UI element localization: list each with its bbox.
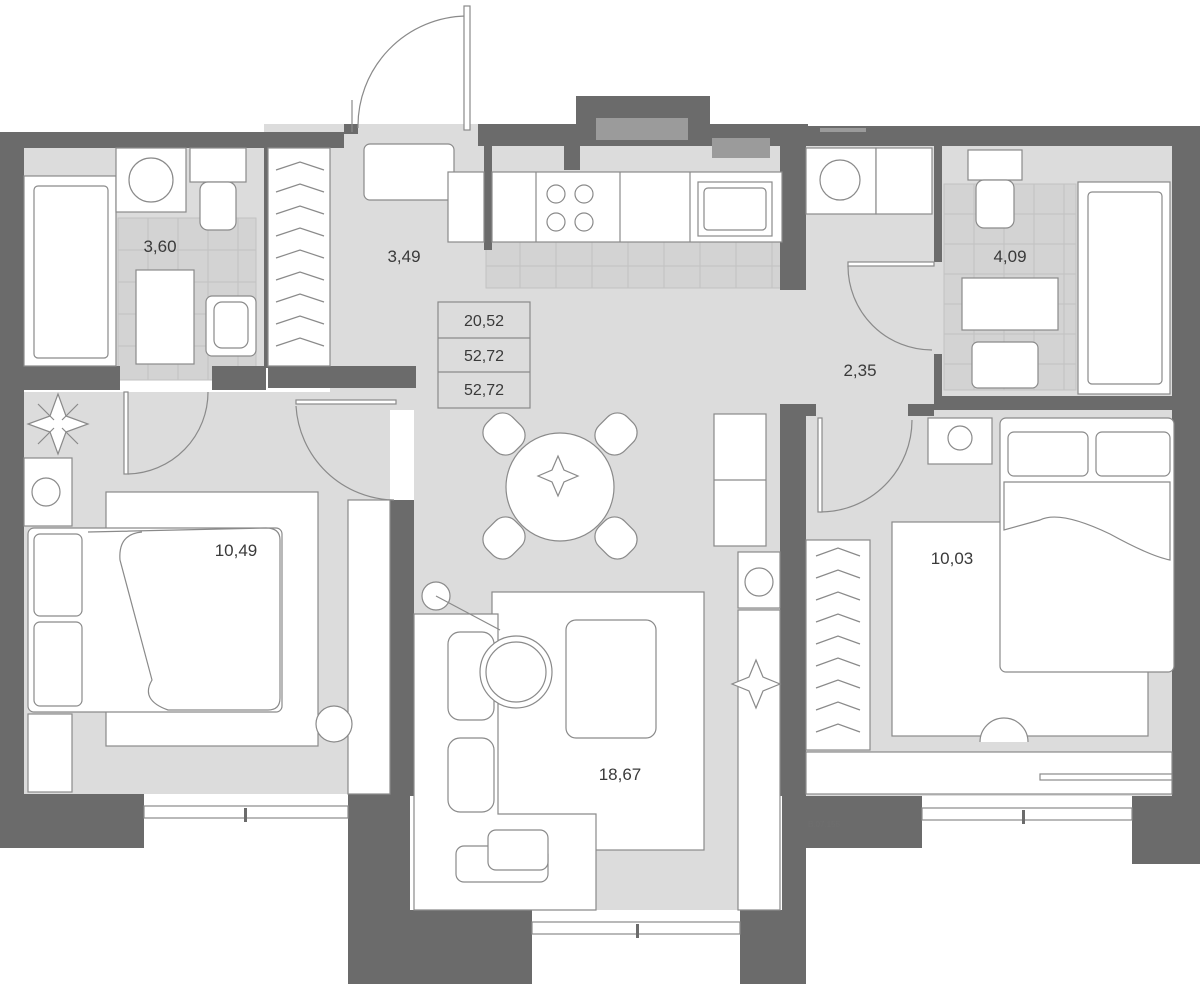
area-bedroom-right: 10,03 — [931, 549, 974, 568]
area-bathroom-right: 4,09 — [993, 247, 1026, 266]
bath-mat-left — [135, 269, 195, 365]
ottoman — [565, 619, 657, 739]
summary-living-area: 20,52 — [464, 313, 504, 330]
area-bathroom-left: 3,60 — [143, 237, 176, 256]
area-summary: 20,52 52,72 52,72 — [464, 313, 504, 399]
wardrobe-right — [805, 539, 871, 751]
area-living-kitchen: 18,67 — [599, 765, 642, 784]
wall-details — [596, 118, 866, 158]
summary-total-area: 52,72 — [464, 348, 504, 365]
entry-mat — [363, 143, 455, 201]
plants — [26, 392, 782, 710]
walls — [0, 96, 1200, 984]
summary-total-area-with-balcony: 52,72 — [464, 382, 504, 399]
bath-mat-right — [961, 277, 1059, 331]
room-labels: 3,60 3,49 2,35 4,09 10,49 10,03 18,67 — [143, 237, 1026, 784]
floor-corridor-right — [784, 260, 934, 410]
hangers — [275, 161, 861, 733]
toilet-right — [967, 149, 1023, 181]
desk-left — [27, 713, 73, 793]
desk-right — [805, 751, 1173, 795]
doors — [123, 5, 935, 513]
plan-code: B.07.155 — [808, 820, 841, 829]
area-corridor: 2,35 — [843, 361, 876, 380]
plant-icon — [26, 392, 90, 456]
plant-icon — [730, 658, 782, 710]
window-ticks — [244, 808, 1025, 938]
dresser-left — [347, 499, 391, 795]
plant-icon — [536, 454, 580, 498]
area-hallway: 3,49 — [387, 247, 420, 266]
toilet-left — [189, 147, 247, 183]
area-bedroom-left: 10,49 — [215, 541, 258, 560]
summary-box — [437, 301, 531, 409]
shoe-rack — [447, 171, 485, 243]
sink-right — [971, 341, 1039, 389]
furniture — [23, 143, 1175, 911]
kitchen-shelf — [737, 609, 781, 911]
